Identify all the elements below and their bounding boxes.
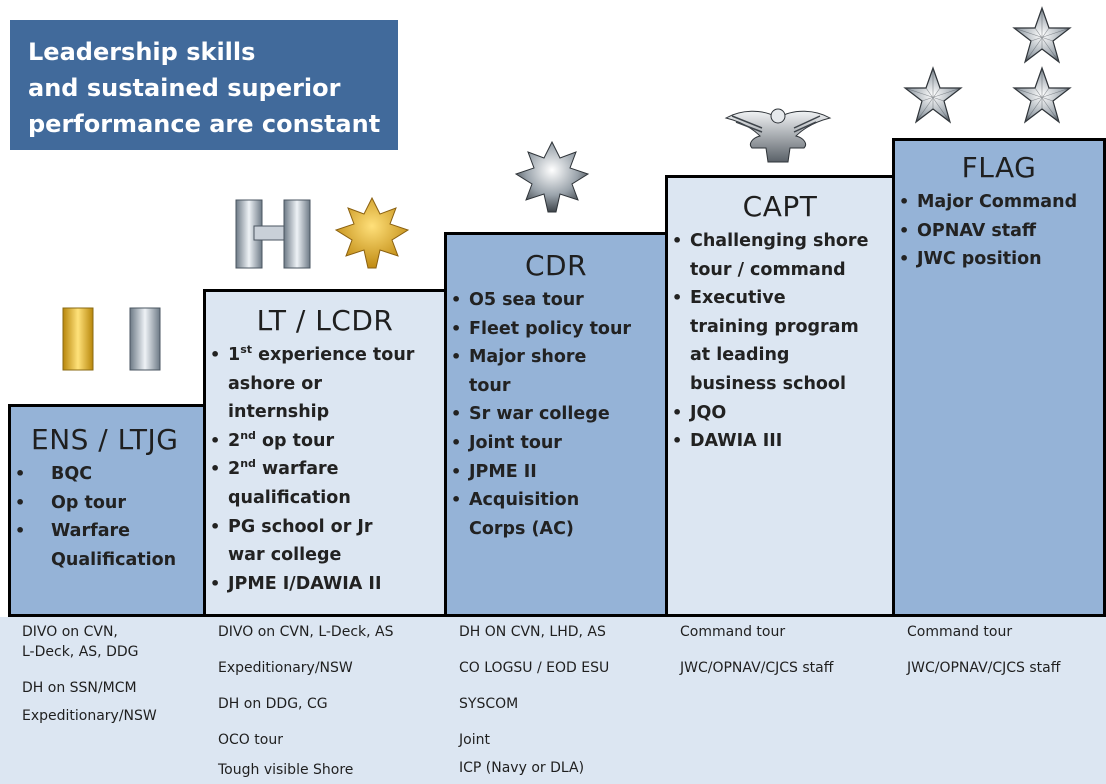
step-capt: CAPT Challenging shore tour / command Ex… [665,175,895,617]
billets-band [0,617,1106,784]
requirement-item: JQO [668,399,892,428]
billets-capt: Command tour JWC/OPNAV/CJCS staff [680,622,833,678]
billet-item: SYSCOM [459,696,519,712]
billet-item: Command tour [680,624,786,640]
step-cdr: CDR O5 sea tour Fleet policy tour Major … [444,232,668,617]
requirement-item-cont: business school [690,373,846,394]
silver-star-icon [1012,6,1072,64]
billet-item: OCO tour [218,732,283,748]
billets-ens-ltjg: DIVO on CVN, L-Deck, AS, DDG DH on SSN/M… [22,622,157,726]
billet-item: Joint [459,732,490,748]
step-title: ENS / LTJG [31,423,179,456]
silver-eagle-icon [724,108,832,163]
requirement-item: Fleet policy tour [447,315,665,344]
billet-item: Expeditionary/NSW [218,660,353,676]
billets-cdr: DH ON CVN, LHD, AS CO LOGSU / EOD ESU SY… [459,622,609,778]
requirement-item-cont: Corps (AC) [469,518,574,539]
requirement-item: Major shore [447,343,665,372]
step-title: FLAG [961,151,1037,184]
billet-item: DH ON CVN, LHD, AS [459,624,606,640]
requirement-item-cont: tour / command [690,259,846,280]
requirement-item: Acquisition [447,486,665,515]
gold-oak-leaf-icon [334,196,410,269]
billet-item: DH on SSN/MCM [22,680,137,696]
billet-item: L-Deck, AS, DDG [22,644,139,660]
double-silver-bar-icon [235,199,311,269]
requirement-item: JPME I/DAWIA II [206,570,444,599]
billet-item: JWC/OPNAV/CJCS staff [680,660,834,676]
requirement-item: Sr war college [447,400,665,429]
requirement-item-cont: internship [228,402,330,423]
silver-bar-icon [129,307,161,371]
requirement-item-cont: at leading [690,345,790,366]
banner-line: performance are constant [28,110,381,138]
banner-line: and sustained superior [28,74,341,102]
step-title: LT / LCDR [256,304,394,337]
requirement-item-cont: war college [228,545,342,566]
requirement-item-cont: tour [469,375,511,396]
silver-star-icon [1012,66,1072,124]
requirement-item: Op tour [11,489,203,518]
banner-line: Leadership skills [28,38,256,66]
requirement-item: PG school or Jr [206,513,444,542]
requirement-item: JPME II [447,458,665,487]
requirement-item: O5 sea tour [447,286,665,315]
billet-item: DIVO on CVN, [22,624,118,640]
requirement-item-cont: qualification [228,487,351,508]
requirement-item: 1st experience tour [206,341,444,370]
step-title: CAPT [742,190,818,223]
billet-item: ICP (Navy or DLA) [459,760,585,776]
step-title: CDR [524,249,588,282]
billet-item: Command tour [907,624,1013,640]
billet-item: JWC/OPNAV/CJCS staff [907,660,1061,676]
requirement-item: Joint tour [447,429,665,458]
billet-item: DH on DDG, CG [218,696,328,712]
silver-star-icon [903,66,963,124]
step-flag: FLAG Major Command OPNAV staff JWC posit… [892,138,1106,617]
requirement-item-cont: Qualification [51,549,177,570]
billets-lt-lcdr: DIVO on CVN, L-Deck, AS Expeditionary/NS… [218,622,394,780]
step-ens-ltjg: ENS / LTJG BQC Op tour Warfare Qualifica… [8,404,206,617]
step-lt-lcdr: LT / LCDR 1st experience tour ashore or … [203,289,447,617]
requirement-item: Executive [668,284,892,313]
billet-item: Expeditionary/NSW [22,708,157,724]
constant-banner: Leadership skills and sustained superior… [10,20,398,150]
silver-oak-leaf-icon [514,140,590,213]
requirement-item: 2nd op tour [206,427,444,456]
billet-item: DIVO on CVN, L-Deck, AS [218,624,394,640]
gold-bar-icon [62,307,94,371]
requirement-item: OPNAV staff [895,217,1103,246]
billet-item: Tough visible Shore [218,762,354,778]
requirement-item: Warfare [11,517,203,546]
requirement-item: Major Command [895,188,1103,217]
billets-flag: Command tour JWC/OPNAV/CJCS staff [907,622,1060,678]
requirement-item-cont: ashore or [228,373,322,394]
requirement-item: DAWIA III [668,427,892,456]
requirement-item-cont: training program [690,316,859,337]
requirement-item: 2nd warfare [206,455,444,484]
billet-item: CO LOGSU / EOD ESU [459,660,610,676]
requirement-item: BQC [11,460,203,489]
requirement-item: Challenging shore [668,227,892,256]
requirement-item: JWC position [895,245,1103,274]
